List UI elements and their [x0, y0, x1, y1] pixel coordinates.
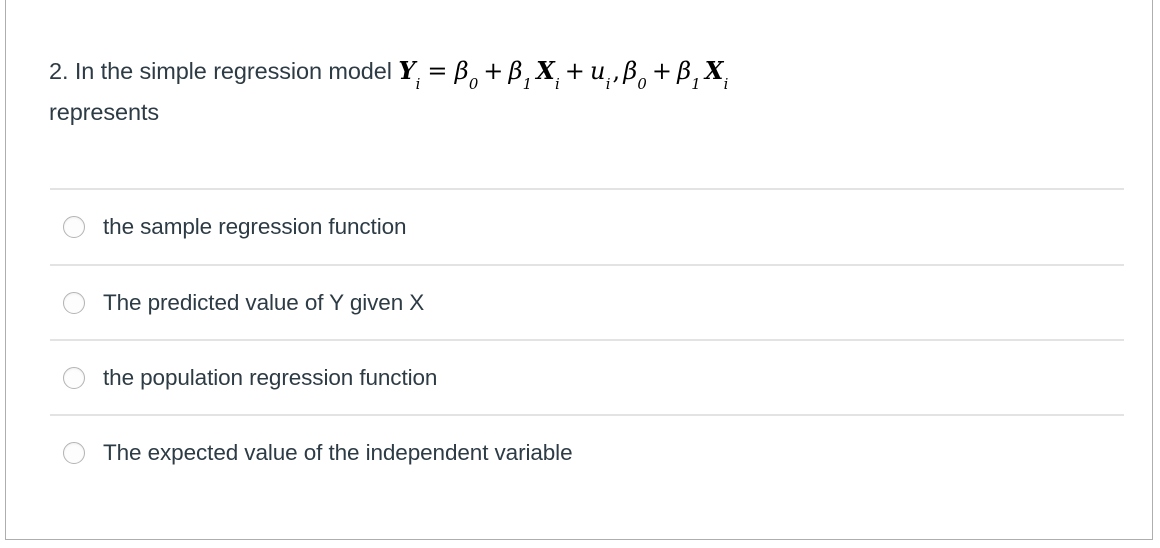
formula-u: u	[590, 57, 606, 85]
question-number: 2.	[49, 58, 69, 84]
answer-option-3[interactable]: the population regression function	[50, 339, 1124, 414]
formula-plus-3: +	[651, 57, 673, 85]
formula-u-sub: i	[605, 74, 611, 93]
formula-beta1-b: β	[677, 57, 692, 85]
question-body: 2. In the simple regression model Yi=β0+…	[49, 50, 1109, 133]
answer-option-1[interactable]: the sample regression function	[50, 188, 1124, 264]
formula-plus-2: +	[564, 57, 586, 85]
radio-unchecked-icon[interactable]	[63, 366, 85, 389]
quiz-question-card: 2. In the simple regression model Yi=β0+…	[5, 0, 1153, 540]
formula-y: Y	[398, 56, 416, 85]
formula-beta0-b: β	[623, 57, 638, 85]
radio-unchecked-icon[interactable]	[63, 216, 85, 238]
answer-option-4-label: The expected value of the independent va…	[103, 439, 573, 465]
answer-option-3-label: the population regression function	[103, 364, 438, 390]
formula-beta1b-sub: 1	[691, 74, 701, 93]
radio-unchecked-icon[interactable]	[63, 291, 85, 314]
question-prompt-tail: represents	[49, 99, 160, 125]
formula-beta1-sub: 1	[522, 74, 533, 93]
formula-plus-1: +	[483, 57, 504, 85]
radio-unchecked-icon[interactable]	[63, 441, 85, 464]
answer-options-list: the sample regression function The predi…	[50, 188, 1124, 489]
question-prompt-lead: In the simple regression model	[74, 58, 392, 84]
answer-option-2-label: The predicted value of Y given X	[103, 289, 425, 315]
formula-beta0b-sub: 0	[637, 74, 647, 93]
formula-equals: =	[427, 57, 448, 85]
answer-option-1-label: the sample regression function	[103, 214, 407, 239]
formula-comma: ,	[612, 57, 621, 85]
formula-beta1: β	[508, 57, 523, 85]
formula-x2-sub: i	[723, 74, 729, 93]
question-text: 2. In the simple regression model Yi=β0+…	[49, 50, 1109, 133]
formula-x-1: X	[536, 56, 555, 85]
answer-option-2[interactable]: The predicted value of Y given X	[50, 264, 1124, 339]
answer-option-4[interactable]: The expected value of the independent va…	[50, 414, 1124, 489]
formula-y-sub: i	[415, 74, 421, 93]
formula-beta0-sub: 0	[468, 74, 479, 93]
formula-x-2: X	[704, 56, 724, 85]
formula-x1-sub: i	[554, 74, 560, 93]
formula-beta0: β	[454, 57, 469, 85]
